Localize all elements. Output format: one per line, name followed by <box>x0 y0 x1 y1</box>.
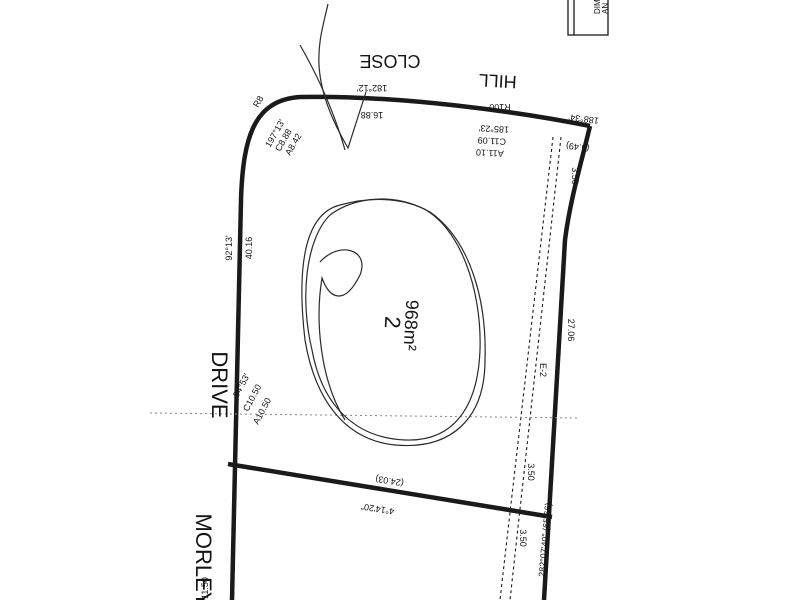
easement-label: E-2 <box>538 363 548 377</box>
corner-label-line1: DIM <box>593 0 602 14</box>
dim-r8: R8 <box>251 94 265 109</box>
dim-188: 188°34' <box>568 112 600 126</box>
dim-182-top: 182°12' <box>357 83 388 93</box>
street-name-hill: HILL <box>478 70 517 92</box>
lot-boundary-south <box>227 461 553 520</box>
street-name-drive: DRIVE <box>207 351 232 418</box>
pen-stroke-top <box>318 3 367 150</box>
street-name-morley: MORLEY <box>191 514 216 600</box>
dim-3-50-top: 3.50 <box>570 167 580 185</box>
dim-r100: R100 <box>489 102 511 112</box>
easement-line-1 <box>509 136 562 600</box>
dim-a11: A11.10 <box>476 147 504 158</box>
lot-boundary-top-and-left <box>229 94 591 600</box>
dim-11-50: 11.50 <box>200 577 210 599</box>
dim-27-06: 27.06 <box>566 319 576 342</box>
lot-boundary-east <box>541 125 593 600</box>
dim-16-88: 16.88 <box>361 110 384 120</box>
dim-185: 185°23' <box>478 123 509 135</box>
building-envelope-sketch-2 <box>305 198 481 441</box>
dim-40-16: 40.16 <box>244 237 254 260</box>
corner-label-line2: AN <box>601 3 610 14</box>
dim-92: 92°13' <box>224 235 234 261</box>
street-name-close: CLOSE <box>359 51 420 71</box>
dim-3-50-bottom: 3.50 <box>518 529 528 547</box>
dim-c11: C11.09 <box>477 135 506 146</box>
lot-number: 2 <box>380 316 406 330</box>
dim-4-14-20: 4°14'20" <box>360 501 395 516</box>
dim-3-50-mid: 3.50 <box>526 463 536 481</box>
corner-label-box <box>567 0 609 36</box>
dim-24-03: (24.03) <box>375 474 405 488</box>
lot-area: 968m² <box>400 299 423 351</box>
dim-6-49: (6.49) <box>565 141 590 154</box>
pen-stroke-diagonal <box>299 44 346 151</box>
building-envelope-sketch-3 <box>318 249 363 421</box>
scan-artifact-line <box>149 412 581 419</box>
